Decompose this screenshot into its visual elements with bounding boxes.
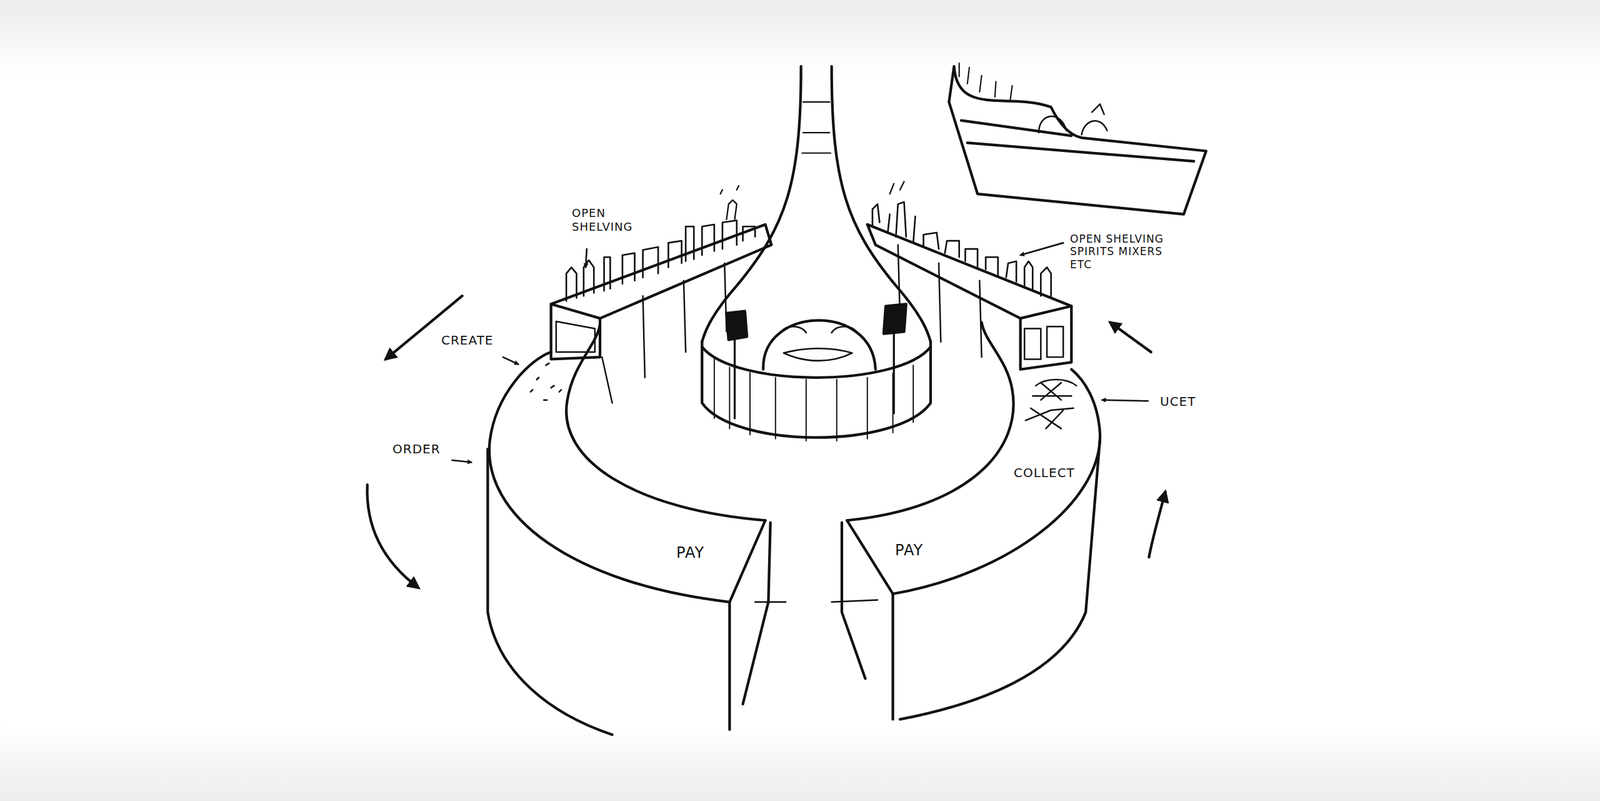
sketch-note: UCET <box>1160 393 1196 409</box>
sketch-note: ORDER <box>392 441 441 457</box>
sketch-note: CREATE <box>441 332 494 348</box>
sketch-note: OPEN SHELVING <box>571 206 654 234</box>
sketch-note: COLLECT <box>1013 465 1075 480</box>
sketch-note: PAY <box>895 541 924 560</box>
sketch-note: OPEN SHELVING SPIRITS MIXERS ETC <box>1070 232 1164 271</box>
sketch-note: PAY <box>676 543 705 562</box>
